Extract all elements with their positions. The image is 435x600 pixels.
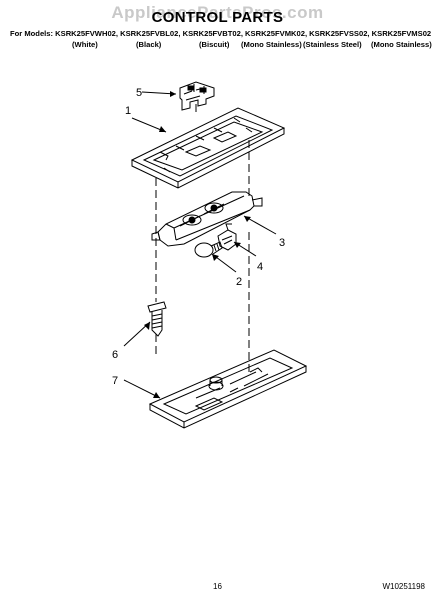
callout-7: 7 (112, 375, 118, 387)
models-line: For Models: KSRK25FVWH02, KSRK25FVBL02, … (10, 29, 432, 38)
color-mono-stainless-2: (Mono Stainless) (371, 40, 432, 49)
watermark: AppliancePartsPros.com (111, 3, 324, 22)
callout-3: 3 (279, 237, 285, 249)
part-1-control-frame (130, 107, 286, 189)
part-7-bottom-panel (148, 349, 308, 429)
callout-1: 1 (125, 105, 131, 117)
page-title: CONTROL PARTS (151, 9, 284, 26)
color-biscuit: (Biscuit) (199, 40, 230, 49)
part-2-light-bulb (194, 241, 223, 258)
color-stainless-steel: (Stainless Steel) (303, 40, 362, 49)
part-3-light-housing (151, 191, 263, 247)
leader-arrowheads (144, 91, 251, 398)
callout-5: 5 (136, 87, 142, 99)
part-6-screw (147, 301, 167, 337)
document-code: W10251198 (382, 582, 425, 591)
color-black: (Black) (136, 40, 162, 49)
part-4-lamp-socket (217, 223, 237, 251)
callout-2: 2 (236, 276, 242, 288)
page-number: 16 (213, 582, 222, 591)
exploded-diagram: 5 1 3 4 2 6 7 (112, 81, 308, 429)
callout-6: 6 (112, 349, 118, 361)
color-mono-stainless: (Mono Stainless) (241, 40, 302, 49)
assembly-guide-lines (155, 104, 250, 372)
color-white: (White) (72, 40, 98, 49)
part-5-clip-connector (179, 81, 215, 111)
callout-4: 4 (257, 261, 263, 273)
